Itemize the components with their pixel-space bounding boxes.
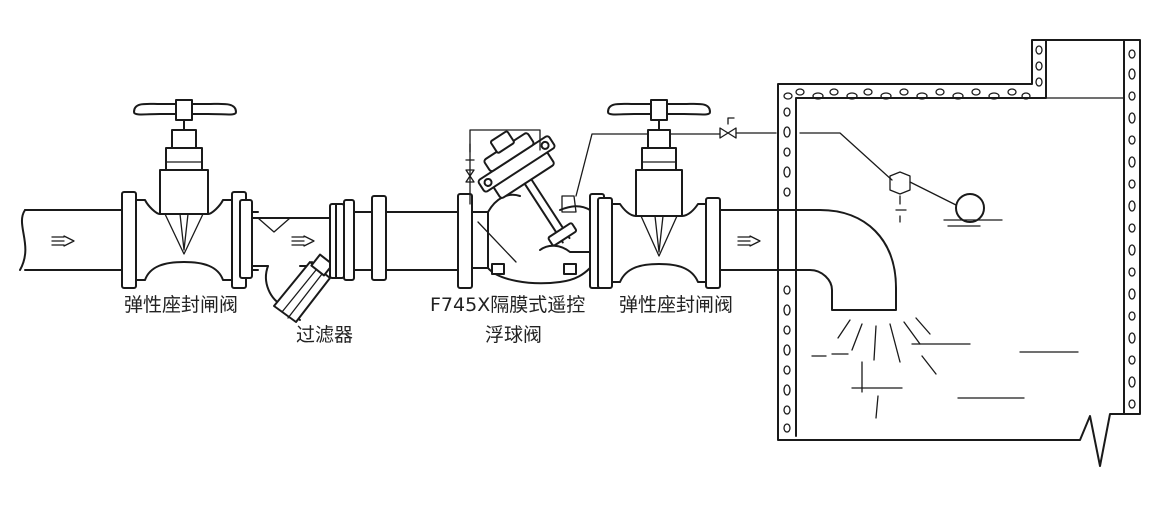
gate-valve-left-label: 弹性座封闸阀 xyxy=(124,294,239,316)
water-spray xyxy=(811,317,1079,419)
outlet-pipe xyxy=(719,209,897,311)
water-tank xyxy=(777,39,1141,467)
float-valve-label-line2: 浮球阀 xyxy=(485,324,543,346)
float-ball xyxy=(889,171,1003,227)
flow-arrow-icon xyxy=(291,235,315,247)
pilot-needle-valve xyxy=(719,117,893,181)
float-valve-label: F745X隔膜式遥控 xyxy=(430,294,586,316)
flow-arrow-icon xyxy=(737,235,761,247)
gate-valve-left xyxy=(121,99,247,289)
inlet-pipe xyxy=(19,209,123,271)
float-valve-body xyxy=(457,129,721,289)
y-strainer xyxy=(239,199,355,323)
gate-valve-right-label: 弹性座封闸阀 xyxy=(619,294,734,316)
gate-valve-right xyxy=(597,99,721,289)
flow-arrow-icon xyxy=(51,235,75,247)
pipe-spool-2 xyxy=(353,195,459,281)
strainer-label: 过滤器 xyxy=(296,324,354,346)
